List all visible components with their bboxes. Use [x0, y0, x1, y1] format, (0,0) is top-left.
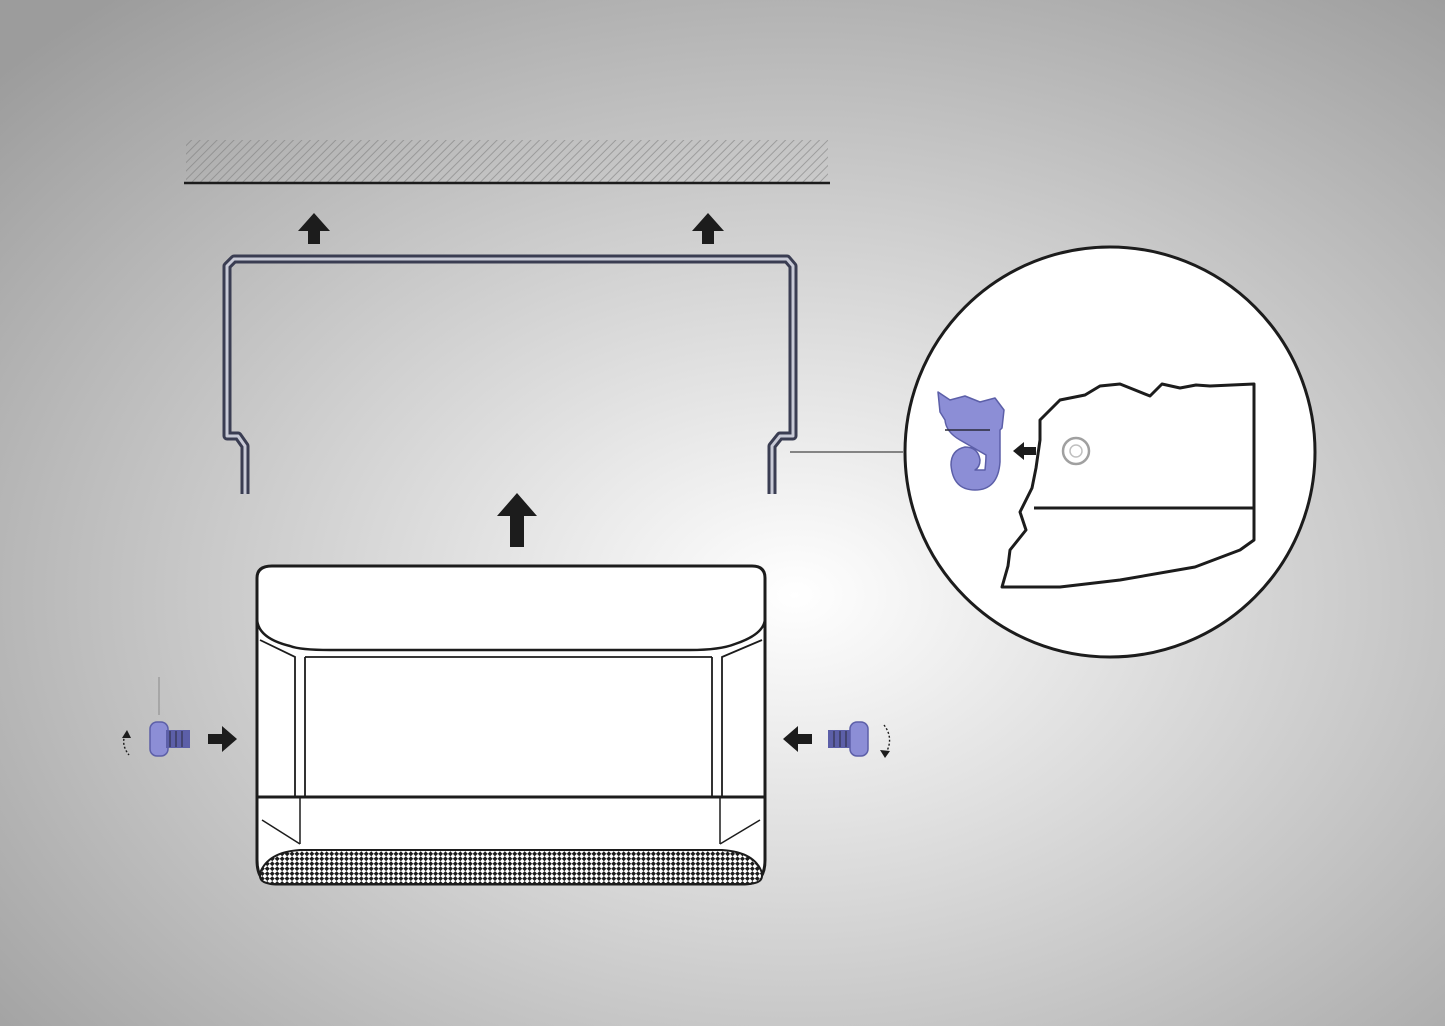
ceiling [184, 140, 830, 185]
up-arrow-right-icon [692, 213, 724, 244]
fixture-body [255, 564, 767, 886]
fixture-top-lip [255, 617, 767, 652]
fixture-grille [259, 849, 763, 885]
detail-callout [903, 245, 1317, 659]
callout-arrow-icon [1013, 442, 1036, 460]
up-arrow-center-icon [497, 493, 537, 547]
ceiling-hatch [186, 140, 828, 182]
callout-rivet [1061, 436, 1091, 466]
mounting-bracket [222, 254, 798, 494]
right-screw-icon [828, 721, 891, 758]
callout-hook-clip [937, 391, 1005, 491]
fixture-diffuser-frame [259, 639, 763, 797]
up-arrow-left-icon [298, 213, 330, 244]
light-fixture [255, 564, 767, 886]
left-screw-icon [122, 677, 190, 757]
callout-fixture-section [1000, 382, 1256, 589]
right-arrow-left-screw-icon [208, 726, 237, 752]
left-arrow-right-screw-icon [783, 726, 812, 752]
